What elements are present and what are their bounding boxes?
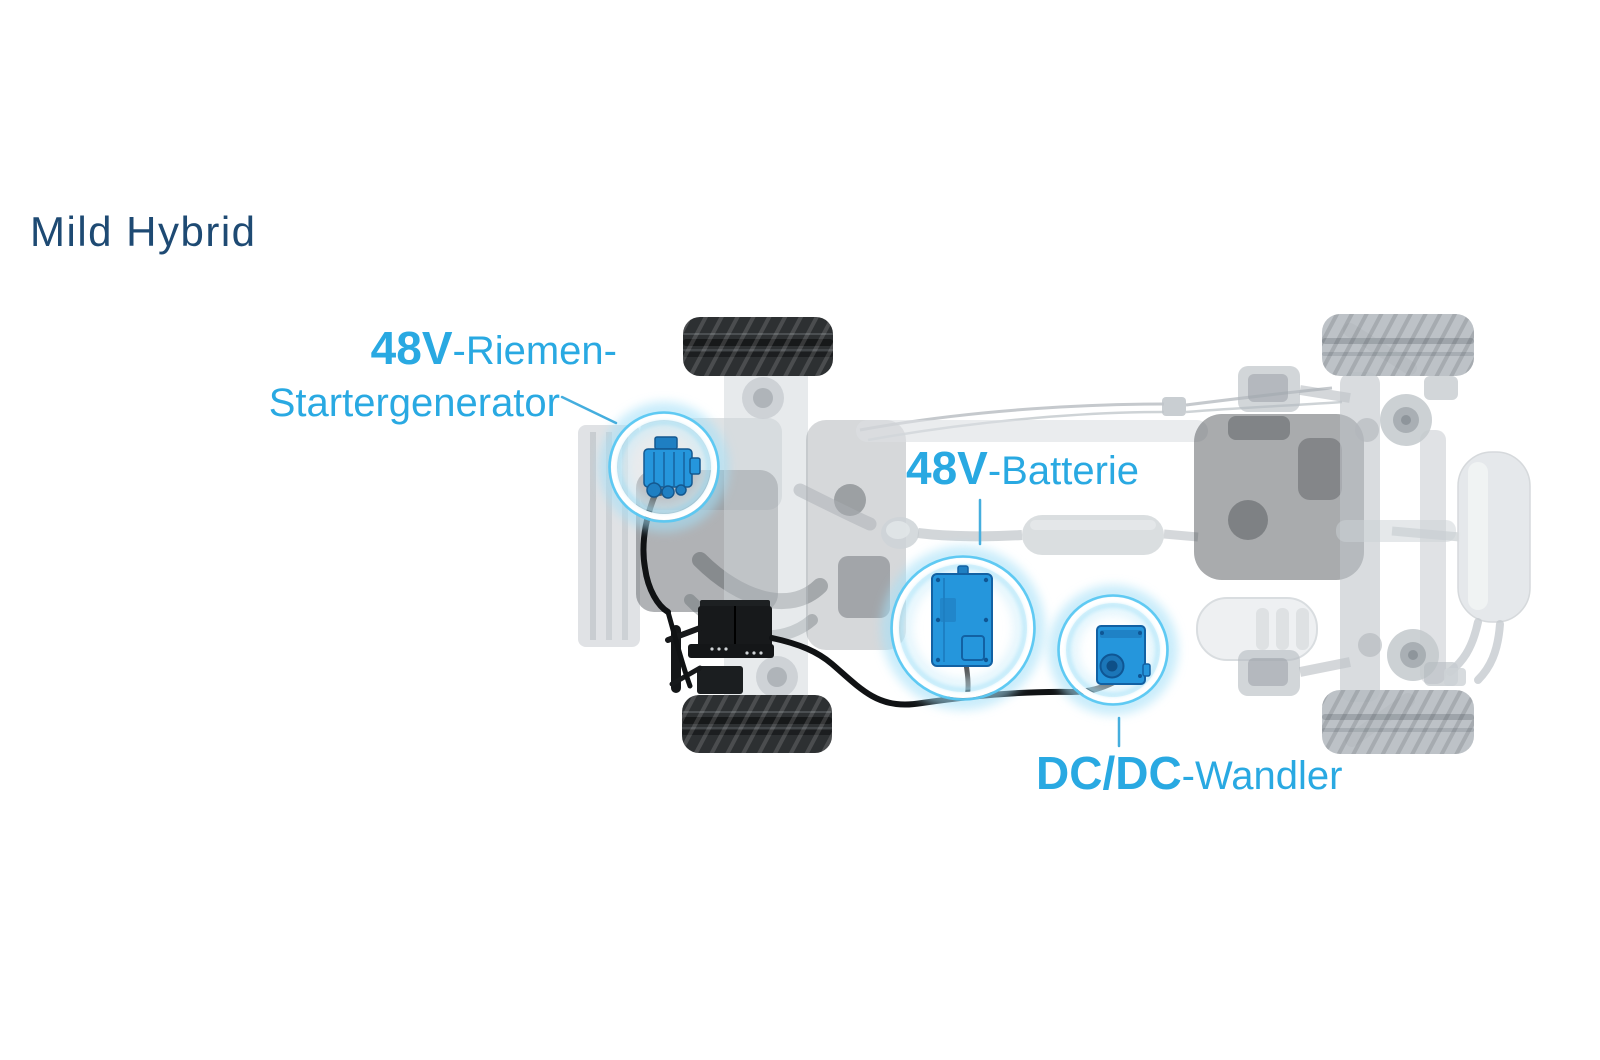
label-batterie-regular: -Batterie <box>987 449 1140 493</box>
rear-bottom-tire <box>1322 690 1474 754</box>
rear-muffler <box>1444 451 1531 686</box>
fuel-tank <box>1194 414 1364 580</box>
chassis-underbody <box>578 314 1531 754</box>
driveshaft-tunnel <box>856 420 1208 442</box>
label-batterie: 48V-Batterie <box>906 445 1139 491</box>
rear-top-tire <box>1322 314 1474 376</box>
leader-startergenerator <box>560 395 618 425</box>
center-silencer <box>1196 597 1318 661</box>
label-startergenerator-line1: 48V-Riemen- <box>371 325 617 371</box>
label-startergenerator-bold: 48V <box>370 322 453 374</box>
label-batterie-bold: 48V <box>906 442 988 494</box>
leader-lines <box>560 395 1121 748</box>
front-bottom-tire <box>682 695 832 753</box>
label-startergenerator-regular: -Riemen- <box>452 329 617 373</box>
startergenerator-component <box>643 436 701 499</box>
label-dcdc-regular: -Wandler <box>1181 754 1343 798</box>
front-top-tire <box>683 317 833 376</box>
dcdc-wandler-component <box>1096 625 1151 685</box>
batterie-component <box>931 565 993 667</box>
page-title: Mild Hybrid <box>30 208 257 255</box>
exhaust-system <box>793 483 1461 555</box>
label-dcdc: DC/DC-Wandler <box>1036 750 1342 796</box>
label-startergenerator-line2: Startergenerator <box>268 381 560 425</box>
label-dcdc-bold: DC/DC <box>1036 747 1182 799</box>
